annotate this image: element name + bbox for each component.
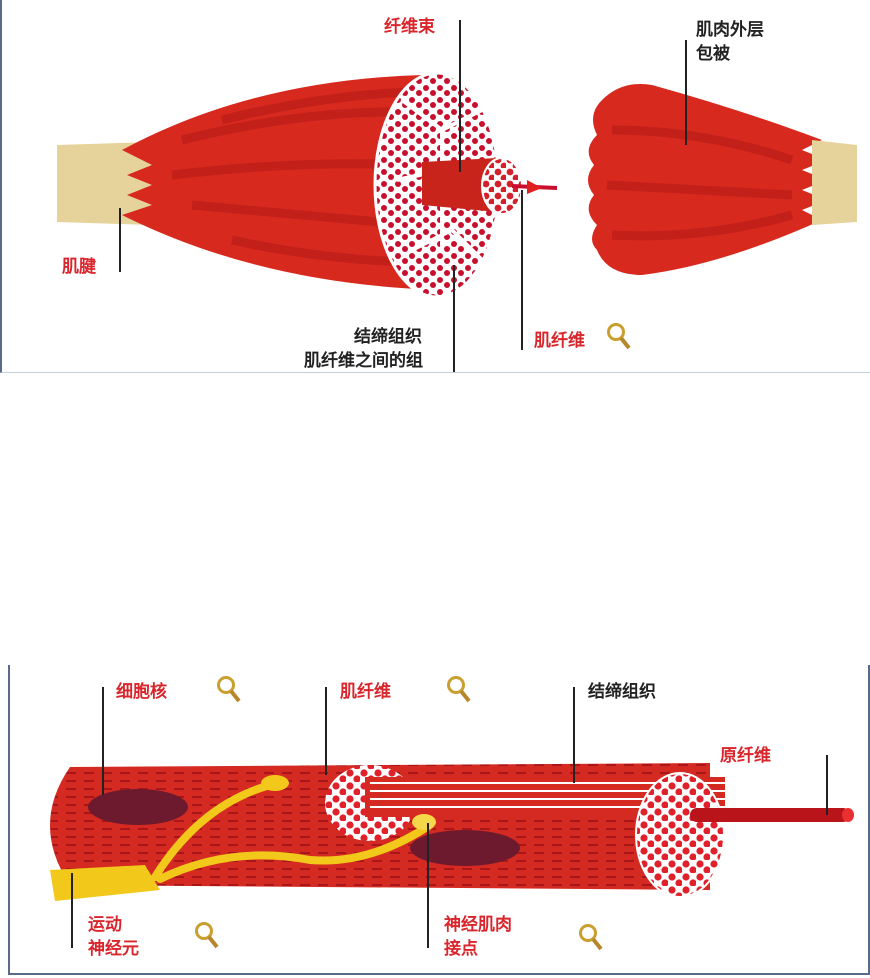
tendon-left <box>57 142 152 225</box>
label-motor-neuron: 运动 神经元 <box>88 913 139 961</box>
label-connective-tissue: 结缔组织 <box>354 327 422 347</box>
tendon-right <box>812 140 857 225</box>
nucleus <box>410 830 520 866</box>
label-tendon: 肌腱 <box>62 257 96 277</box>
muscle-belly <box>122 75 442 290</box>
label-epimysium-line2: 包被 <box>696 44 730 64</box>
label-myofibril: 原纤维 <box>720 746 771 766</box>
muscle-fiber-illustration <box>50 687 854 948</box>
muscle-outer <box>588 84 827 275</box>
label-muscle-fiber: 肌纤维 <box>534 331 585 351</box>
label-nmj-line1: 神经肌肉 <box>444 915 512 935</box>
label-connective-tissue-desc: 肌纤维之间的组 <box>304 351 423 371</box>
nucleus <box>88 789 188 825</box>
label-nmj-line2: 接点 <box>444 939 478 959</box>
muscle-structure-diagram: 纤维束 肌肉外层 包被 肌腱 结缔组织 肌纤维之间的组 肌纤维 <box>0 0 870 373</box>
label-neuromuscular-junction: 神经肌肉 接点 <box>444 913 512 961</box>
label-epimysium: 肌肉外层 包被 <box>696 18 764 66</box>
label-connective-tissue: 结缔组织 <box>588 682 656 702</box>
label-epimysium-line1: 肌肉外层 <box>696 20 764 40</box>
magnifier-icon[interactable] <box>446 675 472 703</box>
label-muscle-fiber: 肌纤维 <box>340 682 391 702</box>
muscle-illustration <box>57 20 857 372</box>
cross-section <box>635 772 725 898</box>
motor-neuron <box>50 865 160 901</box>
magnifier-icon[interactable] <box>578 923 604 951</box>
magnifier-icon[interactable] <box>194 921 220 949</box>
label-nucleus: 细胞核 <box>116 682 167 702</box>
muscle-fiber-diagram: 细胞核 肌纤维 结缔组织 原纤维 运动 神经元 神经肌肉 接点 <box>8 665 870 975</box>
label-motor-neuron-line1: 运动 <box>88 915 122 935</box>
label-fascicle: 纤维束 <box>384 17 435 37</box>
magnifier-icon[interactable] <box>216 675 242 703</box>
magnifier-icon[interactable] <box>606 322 632 350</box>
fascicle <box>422 158 497 212</box>
label-motor-neuron-line2: 神经元 <box>88 939 139 959</box>
